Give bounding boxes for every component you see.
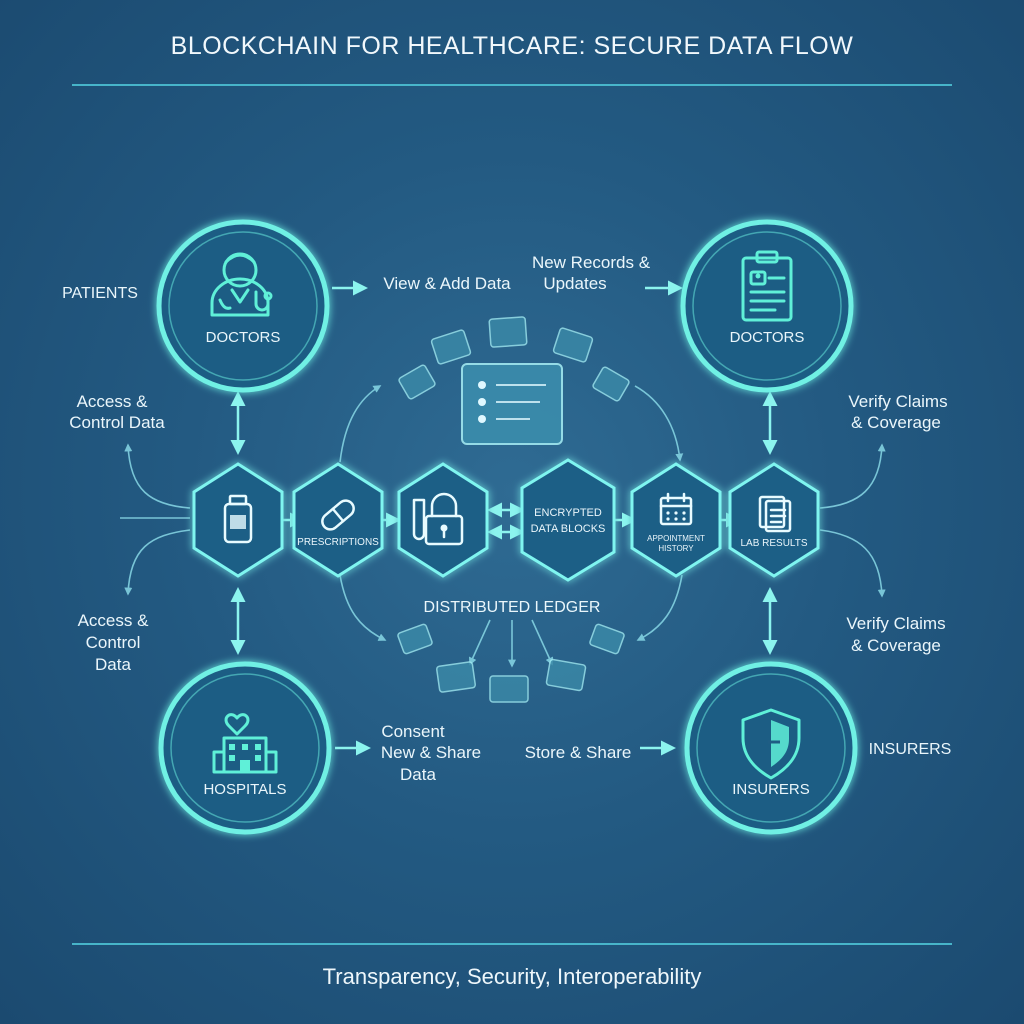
doctor-icon xyxy=(210,252,273,317)
footer-divider xyxy=(72,943,952,945)
document-icon xyxy=(758,495,792,533)
calendar-icon xyxy=(659,492,693,526)
label-consent-1: Consent xyxy=(381,722,445,741)
chain-label-prescriptions: PRESCRIPTIONS xyxy=(297,537,379,548)
node-top-right xyxy=(680,219,854,393)
chain-label-encrypted-1: ENCRYPTED xyxy=(534,507,602,519)
label-new-records-1: New Records & xyxy=(532,253,651,272)
right-branch-up xyxy=(819,443,886,509)
label-verify-top-1: Verify Claims xyxy=(848,392,947,411)
chain-label-appointment-1: APPOINTMENT xyxy=(647,534,705,543)
label-patients: PATIENTS xyxy=(62,285,138,302)
chain-block-prescriptions xyxy=(292,462,384,578)
page-title: BLOCKCHAIN FOR HEALTHCARE: SECURE DATA F… xyxy=(170,32,854,60)
data-card-group xyxy=(397,316,630,703)
label-access-control-top-1: Access & xyxy=(77,392,149,411)
left-branch-down xyxy=(124,529,191,596)
node-top-left xyxy=(156,219,330,393)
footer-tagline: Transparency, Security, Interoperability xyxy=(322,964,702,989)
pill-icon xyxy=(321,499,355,531)
label-store-share: Store & Share xyxy=(525,743,632,762)
label-consent-3: Data xyxy=(400,765,436,784)
medicine-bottle-icon xyxy=(223,494,253,544)
header-divider xyxy=(72,84,952,86)
label-insurers: INSURERS xyxy=(869,741,952,758)
label-verify-bottom-2: & Coverage xyxy=(851,636,941,655)
label-verify-bottom-1: Verify Claims xyxy=(846,614,945,633)
label-consent-2: New & Share xyxy=(381,743,481,762)
ledger-fan-line xyxy=(531,619,553,666)
label-access-control-top-2: Control Data xyxy=(69,413,165,432)
label-verify-top-2: & Coverage xyxy=(851,413,941,432)
ledger-screen xyxy=(461,363,563,445)
hospital-icon xyxy=(212,713,278,774)
label-access-control-bottom-2: Control xyxy=(86,633,141,652)
label-view-add: View & Add Data xyxy=(383,274,511,293)
node-top-right-label: DOCTORS xyxy=(730,329,805,346)
label-access-control-bottom-1: Access & xyxy=(78,611,150,630)
ledger-fan-line xyxy=(469,619,491,666)
ledger-curve-lower-left xyxy=(339,574,387,641)
ledger-curve-upper-right xyxy=(634,385,684,462)
chain-block-lock xyxy=(397,462,489,578)
clipboard-icon xyxy=(741,250,793,322)
node-bottom-right-label: INSURERS xyxy=(732,781,810,798)
left-branch-up xyxy=(124,443,191,509)
chain-label-lab-results: LAB RESULTS xyxy=(740,538,807,549)
node-top-left-label: DOCTORS xyxy=(206,329,281,346)
label-new-records-2: Updates xyxy=(543,274,606,293)
chain-label-encrypted-2: DATA BLOCKS xyxy=(531,523,606,535)
chain-block-encrypted xyxy=(520,458,616,582)
node-bottom-left-label: HOSPITALS xyxy=(203,781,286,798)
shield-icon xyxy=(741,708,801,780)
lock-icon xyxy=(412,492,464,546)
right-branch-down xyxy=(819,529,886,598)
ledger-curve-lower-right xyxy=(636,574,683,641)
label-distributed-ledger: DISTRIBUTED LEDGER xyxy=(424,599,601,616)
chain-block-lab-results xyxy=(728,462,820,578)
chain-label-appointment-2: HISTORY xyxy=(658,544,694,553)
ledger-curve-upper-left xyxy=(339,385,382,463)
label-access-control-bottom-3: Data xyxy=(95,655,131,674)
